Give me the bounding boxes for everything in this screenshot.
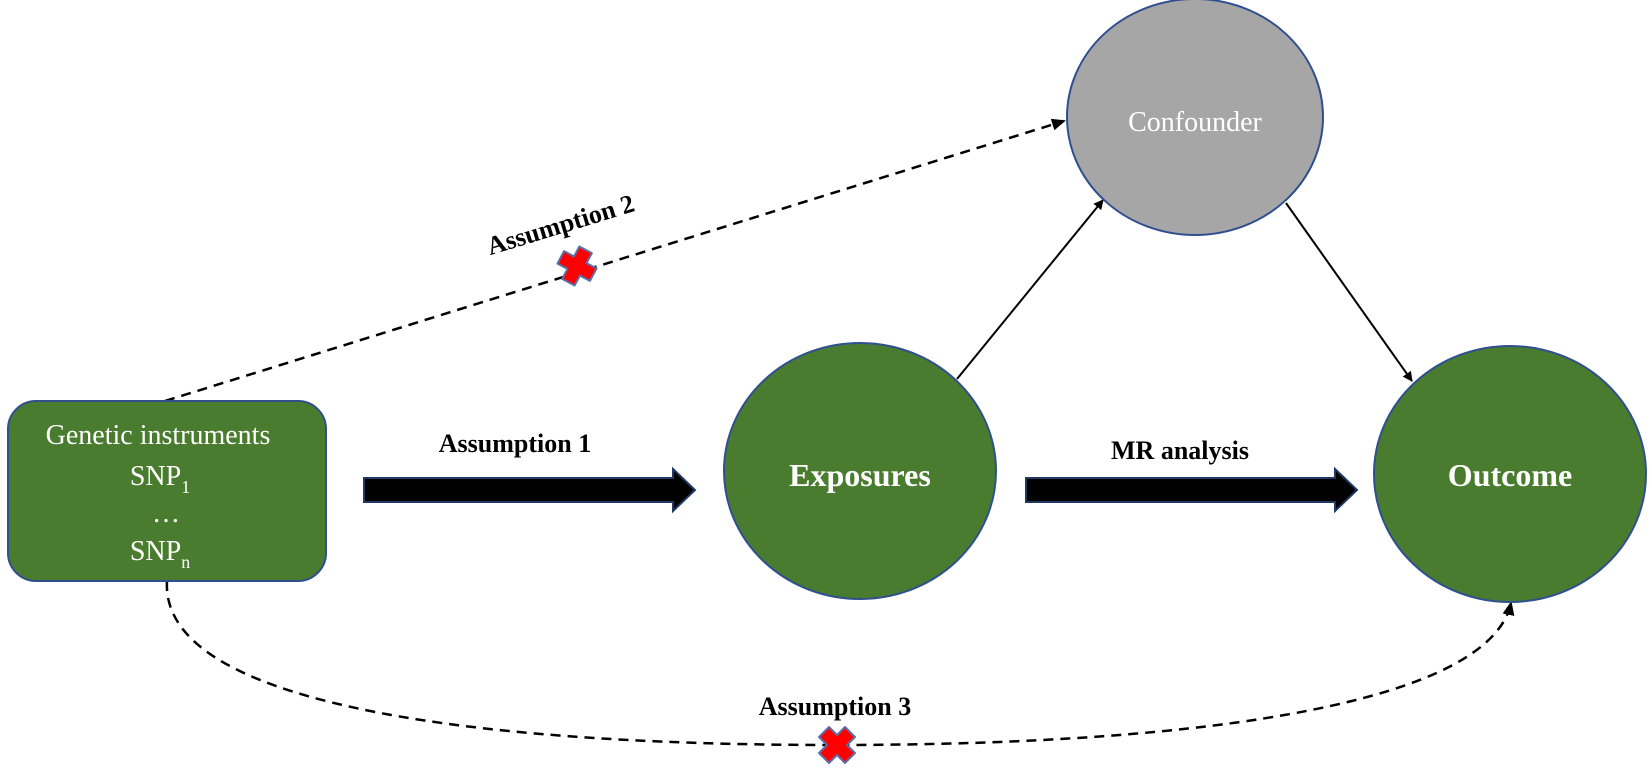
instruments-title: Genetic instruments <box>46 420 271 451</box>
confounder-to-outcome-arrow <box>1285 202 1413 382</box>
genetic-instruments-box: Genetic instruments SNP1 … SNPn <box>7 400 327 582</box>
snp-last: SNPn <box>130 536 190 572</box>
assumption-2-label: Assumption 2 <box>483 189 637 261</box>
assumption-3-dashed-arrow <box>165 580 1515 747</box>
assumption-3-label: Assumption 3 <box>759 692 911 721</box>
assumption-2-cross-icon <box>556 245 598 287</box>
assumption-3-cross-icon <box>818 726 856 764</box>
assumption-2-dashed-arrow <box>164 118 1066 403</box>
exposures-node: Exposures <box>723 342 997 600</box>
mr-analysis-block-arrow <box>1025 466 1359 514</box>
exposures-to-confounder-arrow <box>956 199 1104 380</box>
mr-analysis-label: MR analysis <box>1111 436 1249 465</box>
assumption-1-block-arrow <box>363 466 697 514</box>
outcome-label: Outcome <box>1448 457 1572 493</box>
exposures-label: Exposures <box>789 457 931 493</box>
snp-ellipsis: … <box>152 498 180 529</box>
assumption-1-label: Assumption 1 <box>439 429 591 458</box>
outcome-node: Outcome <box>1373 345 1647 603</box>
confounder-node: Confounder <box>1066 0 1324 236</box>
snp-first: SNP1 <box>130 461 190 497</box>
confounder-label: Confounder <box>1128 107 1262 138</box>
